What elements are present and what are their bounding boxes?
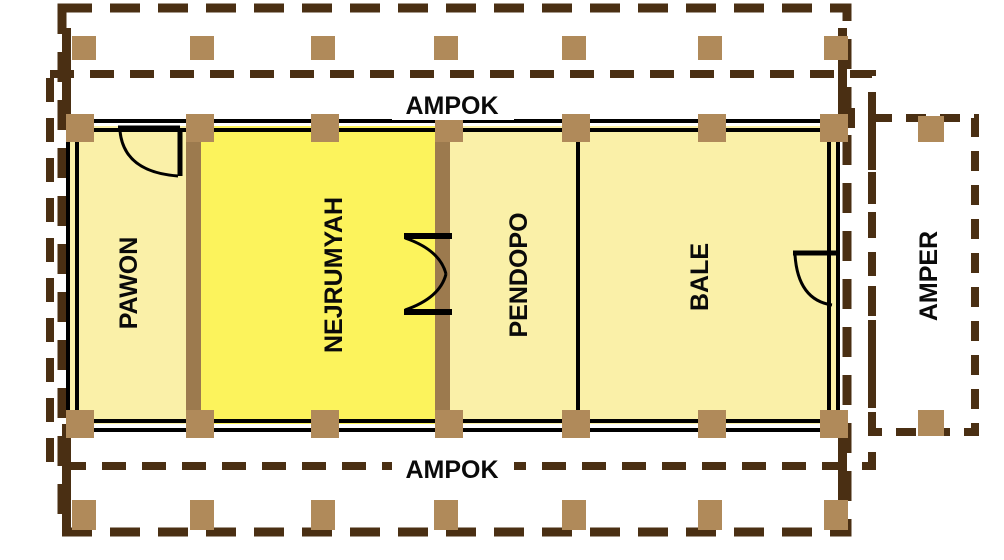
column xyxy=(72,500,96,530)
door-group xyxy=(118,125,836,315)
column xyxy=(434,500,458,530)
column xyxy=(562,410,590,438)
column xyxy=(562,36,586,60)
column xyxy=(918,410,944,436)
nejrumyah-pendopo-post xyxy=(435,124,450,426)
bale-door-swing-arc xyxy=(793,254,833,307)
column xyxy=(820,410,848,438)
room-label-bale: BALE xyxy=(686,243,714,311)
post-upper-right-stub xyxy=(838,76,847,126)
column xyxy=(66,410,94,438)
column xyxy=(311,410,339,438)
column xyxy=(698,410,726,438)
room-bale-fill xyxy=(578,126,836,424)
double-door-bottom-arc xyxy=(404,273,448,312)
column xyxy=(434,36,458,60)
room-label-nejrumyah: NEJRUMYAH xyxy=(320,197,348,353)
column xyxy=(66,114,94,142)
column xyxy=(698,114,726,142)
ampok-top-backdrop xyxy=(392,92,514,120)
column xyxy=(698,500,722,530)
room-pendopo-fill xyxy=(444,126,578,424)
zone-label-group-front: AMPOK AMPOK xyxy=(405,92,498,484)
column xyxy=(435,410,463,438)
interior-partition-group xyxy=(186,124,580,426)
column xyxy=(824,500,848,530)
column xyxy=(72,36,96,60)
room-fill-group xyxy=(70,126,836,424)
room-label-pawon: PAWON xyxy=(115,237,143,330)
double-door-top-arc xyxy=(404,236,448,275)
post-top-left xyxy=(62,28,71,76)
column xyxy=(824,36,848,60)
ampok-bottom-backdrop xyxy=(392,456,514,484)
post-upper-left-stub xyxy=(62,76,71,126)
label-backdrop-group xyxy=(392,92,514,484)
post-bottom-right xyxy=(838,424,847,536)
post-amper-divider-top xyxy=(846,108,855,128)
column xyxy=(918,116,944,142)
nejrumyah-pendopo-double-door xyxy=(404,233,452,315)
room-nejrumyah-fill xyxy=(190,126,444,424)
pawon-entry-door xyxy=(118,125,183,178)
column xyxy=(562,500,586,530)
post-bottom-left xyxy=(62,424,71,536)
bale-exit-door xyxy=(793,250,836,307)
pawon-nejrumyah-post xyxy=(186,124,201,426)
room-label-group: PAWON NEJRUMYAH PENDOPO BALE xyxy=(115,197,714,353)
outer-roof-boundary xyxy=(57,3,852,537)
column xyxy=(190,36,214,60)
column xyxy=(562,114,590,142)
column xyxy=(820,114,848,142)
zone-label-ampok-bottom-front: AMPOK xyxy=(405,456,498,484)
zone-label-ampok-top-front: AMPOK xyxy=(405,92,498,120)
column xyxy=(311,114,339,142)
column xyxy=(186,114,214,142)
column xyxy=(311,36,335,60)
column xyxy=(186,410,214,438)
column xyxy=(190,500,214,530)
room-label-pendopo: PENDOPO xyxy=(505,212,533,337)
column-group xyxy=(66,36,944,530)
column xyxy=(311,500,335,530)
zone-label-amper-right: AMPER xyxy=(915,231,943,321)
pawon-door-swing-arc xyxy=(118,130,179,178)
column xyxy=(698,36,722,60)
